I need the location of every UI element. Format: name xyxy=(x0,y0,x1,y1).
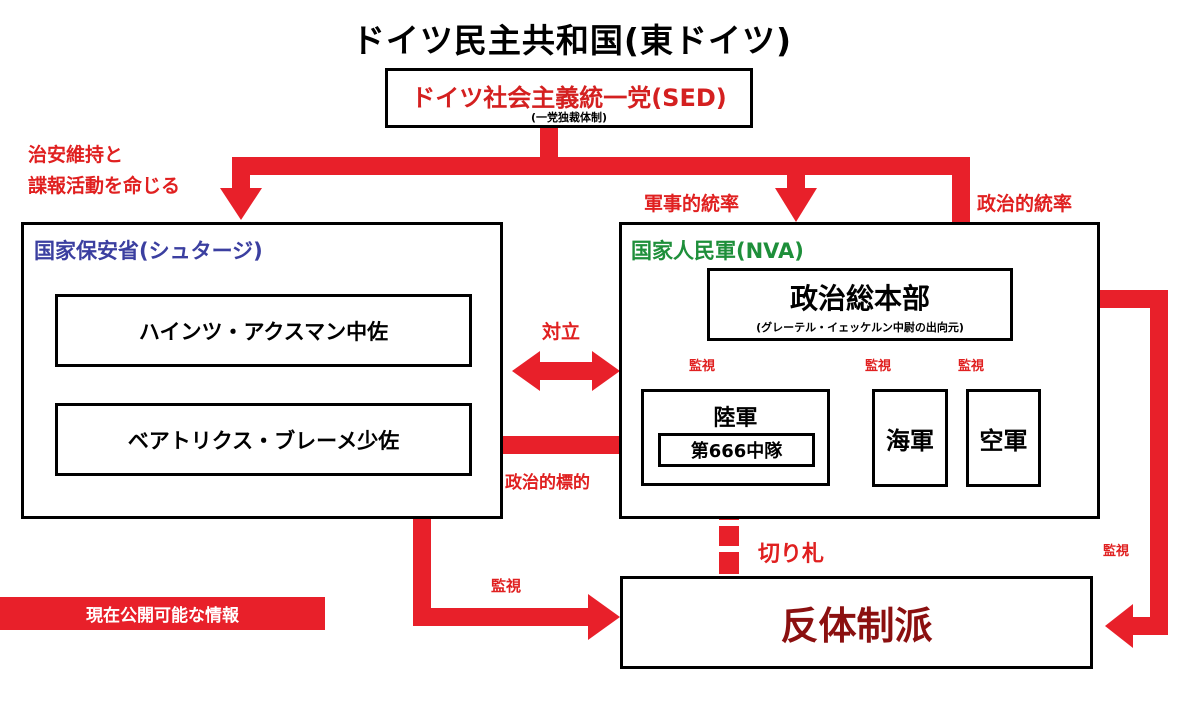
stasi-person-1: ハインツ・アクスマン中佐 xyxy=(55,294,472,367)
arrow-pha-to-dissident-head xyxy=(1105,604,1133,648)
arrow-sed-to-nva-shaft xyxy=(787,157,805,189)
label-monitor-pha-dissident: 監視 xyxy=(1103,544,1130,559)
sed-distribution-bar xyxy=(232,157,970,175)
label-monitor-stasi: 監視 xyxy=(491,577,522,595)
arrow-stasi-to-dissident-head xyxy=(588,594,620,640)
army-label: 陸軍 xyxy=(713,406,758,431)
arrow-sed-to-stasi-head xyxy=(220,188,262,220)
stasi-box: 国家保安省(シュタージ) ハインツ・アクスマン中佐 ベアトリクス・ブレーメ少佐 xyxy=(21,222,503,519)
sed-name: ドイツ社会主義統一党(SED) xyxy=(411,84,727,112)
air-force-box: 空軍 xyxy=(966,389,1041,487)
legend-label: 現在公開可能な情報 xyxy=(86,606,239,626)
arrow-sed-to-nva-head xyxy=(775,188,817,222)
arrow-sed-to-pha-shaft xyxy=(952,157,970,235)
label-political-command: 政治的統率 xyxy=(977,193,1073,215)
legend-bar xyxy=(0,597,325,630)
label-military-command: 軍事的統率 xyxy=(644,193,740,215)
pha-subtitle: (グレーテル・イェッケルン中尉の出向元) xyxy=(756,321,964,334)
sed-subtitle: (一党独裁体制) xyxy=(530,111,608,124)
arrow-pha-to-dissident-bottom xyxy=(1128,617,1168,635)
stasi-title: 国家保安省(シュタージ) xyxy=(34,239,263,263)
navy-box: 海軍 xyxy=(872,389,948,487)
nva-title: 国家人民軍(NVA) xyxy=(631,239,804,263)
page-title: ドイツ民主共和国(東ドイツ) xyxy=(351,21,793,60)
label-monitor-navy: 監視 xyxy=(865,359,892,374)
label-order-stasi-1: 治安維持と xyxy=(28,144,124,166)
label-order-stasi-2: 諜報活動を命じる xyxy=(28,175,181,197)
arrow-trump-dash-1 xyxy=(719,552,739,574)
arrow-stasi-to-army-shaft xyxy=(503,436,628,454)
arrow-trump-dash-2 xyxy=(719,526,739,546)
label-political-target: 政治的標的 xyxy=(505,473,590,493)
arrow-sed-to-stasi-shaft xyxy=(232,157,250,189)
dissidents-box: 反体制派 xyxy=(620,576,1093,669)
label-opposition: 対立 xyxy=(542,321,581,343)
pha-title: 政治総本部 xyxy=(789,282,930,315)
arrow-opposition xyxy=(512,351,620,391)
unit-666-box: 第666中隊 xyxy=(658,433,815,467)
label-trump-card: 切り札 xyxy=(758,542,825,567)
sed-box: ドイツ社会主義統一党(SED) (一党独裁体制) xyxy=(385,68,753,128)
stasi-person-2: ベアトリクス・ブレーメ少佐 xyxy=(55,403,472,476)
arrow-pha-to-dissident-vertical xyxy=(1150,290,1168,635)
label-monitor-army: 監視 xyxy=(689,359,716,374)
arrow-stasi-to-dissident-vertical xyxy=(413,518,431,626)
label-monitor-air: 監視 xyxy=(958,359,985,374)
arrow-stasi-to-dissident-horizontal xyxy=(413,608,593,626)
pha-box: 政治総本部 (グレーテル・イェッケルン中尉の出向元) xyxy=(707,268,1013,341)
army-box: 陸軍 第666中隊 xyxy=(641,389,830,486)
